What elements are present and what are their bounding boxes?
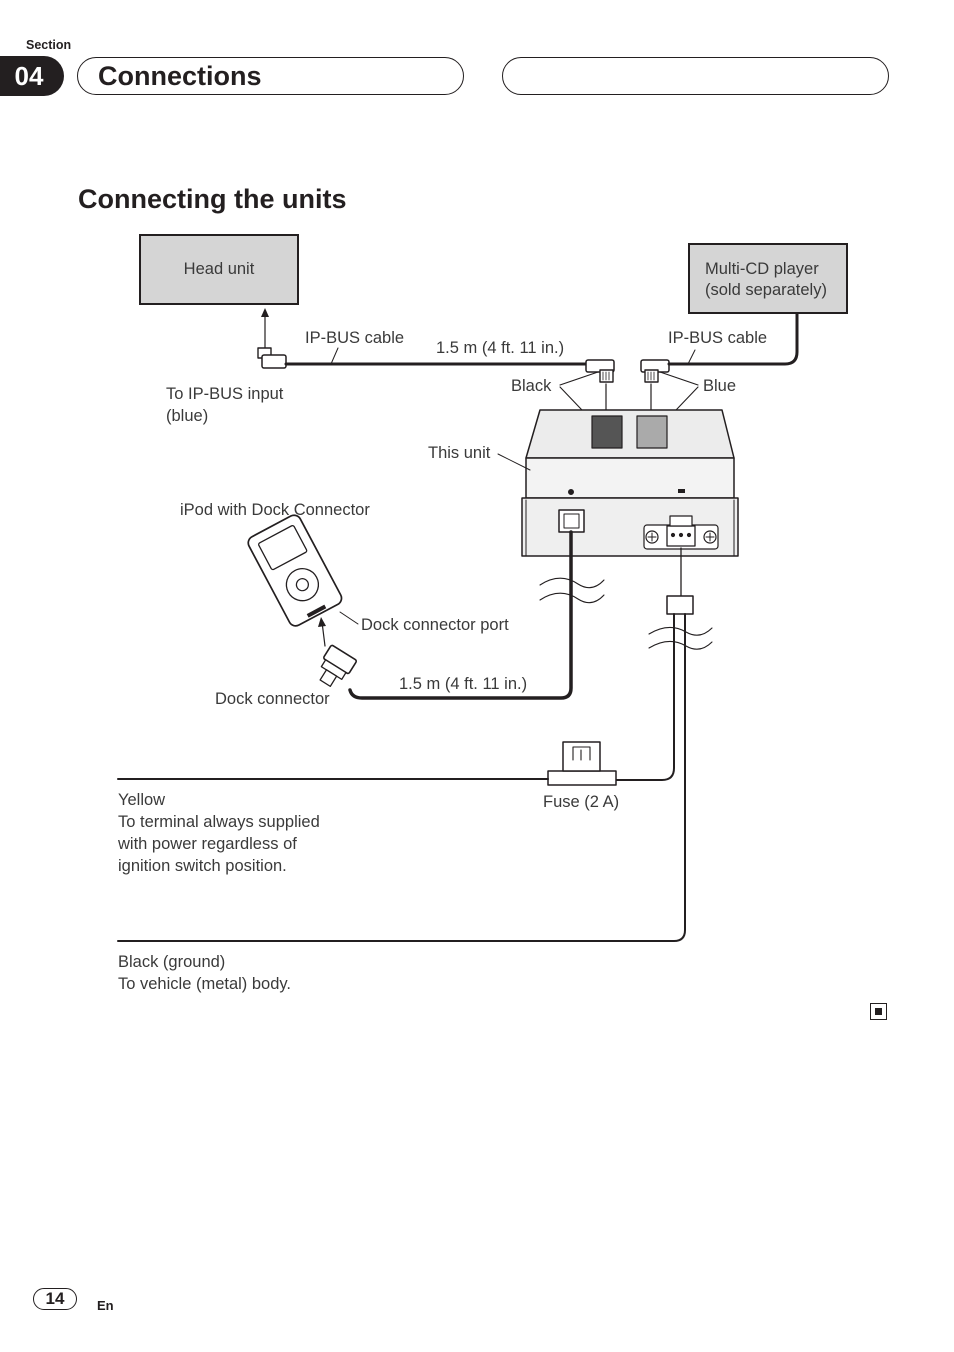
this-unit-box xyxy=(521,409,739,557)
yellow-label-line4: ignition switch position. xyxy=(118,857,287,875)
fuse-icon xyxy=(547,741,617,786)
multi-cd-player-box: Multi-CD player (sold separately) xyxy=(688,243,848,314)
language-code: En xyxy=(97,1298,114,1313)
cable-length-dock-label: 1.5 m (4 ft. 11 in.) xyxy=(399,675,528,693)
cable-length-top-label: 1.5 m (4 ft. 11 in.) xyxy=(436,339,565,357)
ground-label-line1: Black (ground) xyxy=(118,953,226,971)
fuse-label: Fuse (2 A) xyxy=(543,793,620,811)
multi-cd-label-line1: Multi-CD player xyxy=(705,260,819,278)
ipod-label: iPod with Dock Connector xyxy=(180,501,370,519)
yellow-label-line1: Yellow xyxy=(118,791,166,809)
section-number-tab: 04 xyxy=(0,56,64,96)
chapter-title-frame xyxy=(77,57,464,95)
head-unit-box: Head unit xyxy=(139,234,299,305)
arrow-head xyxy=(261,308,269,317)
dock-connector-icon xyxy=(319,644,358,688)
dock-cable xyxy=(348,530,573,700)
page-number: 14 xyxy=(33,1288,77,1310)
ipbus-cable-right-label: IP-BUS cable xyxy=(668,329,768,347)
page-heading: Connecting the units xyxy=(78,184,347,214)
power-connector xyxy=(666,595,694,615)
blue-connector-label: Blue xyxy=(703,377,737,395)
multi-cd-label-line2: (sold separately) xyxy=(705,281,827,299)
end-of-section-icon xyxy=(870,1003,887,1020)
yellow-label-line3: with power regardless of xyxy=(118,835,297,853)
ipod-icon xyxy=(247,514,343,627)
this-unit-label: This unit xyxy=(428,444,491,462)
dock-connector-port-label: Dock connector port xyxy=(361,616,509,634)
yellow-label-line2: To terminal always supplied xyxy=(118,813,320,831)
to-ipbus-input-line1: To IP-BUS input xyxy=(166,385,284,403)
head-unit-label: Head unit xyxy=(183,260,255,278)
ground-label-line2: To vehicle (metal) body. xyxy=(118,975,292,993)
empty-header-frame xyxy=(502,57,889,95)
dock-connector-label: Dock connector xyxy=(215,690,330,708)
ipbus-cable-left-label: IP-BUS cable xyxy=(305,329,405,347)
section-label: Section xyxy=(26,38,72,52)
to-ipbus-input-line2: (blue) xyxy=(166,407,209,425)
black-connector-label: Black xyxy=(511,377,552,395)
ipbus-cable-right xyxy=(667,312,799,366)
chapter-title: Connections xyxy=(98,61,262,91)
